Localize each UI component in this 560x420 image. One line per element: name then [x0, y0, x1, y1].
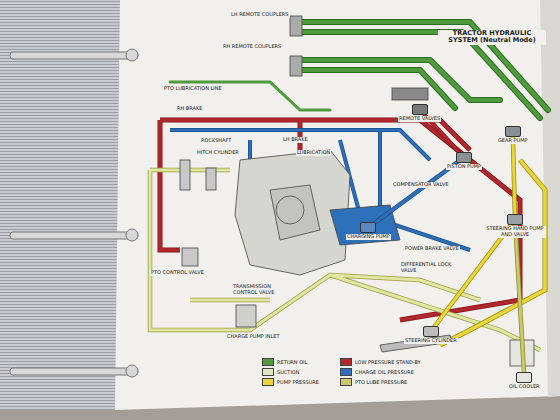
- part-label: RH BRAKE: [176, 106, 203, 112]
- part-label: HITCH CYLINDER: [196, 150, 240, 156]
- component-icon: [423, 326, 439, 337]
- hydraulic-line-outline: [513, 137, 515, 214]
- component-icon: [507, 214, 523, 225]
- hydraulic-line-outline: [376, 163, 457, 222]
- component-label: STEERING HAND PUMP AND VALVE: [484, 226, 546, 238]
- part-label: ROCKSHAFT: [200, 138, 232, 144]
- binder-rings: [10, 49, 138, 377]
- legend-swatch: [340, 368, 352, 376]
- component-node: PISTON PUMP: [446, 152, 482, 170]
- component-icon: [456, 152, 472, 163]
- component-node: REMOTE VALVES: [398, 104, 441, 122]
- hydraulic-line: [435, 225, 511, 326]
- component-label: REMOTE VALVES: [398, 116, 441, 122]
- legend-item: PTO LUBE PRESSURE: [340, 378, 407, 386]
- part-label: COMPENSATOR VALVE: [392, 182, 449, 188]
- legend-item: SUCTION: [262, 368, 300, 376]
- page: [115, 0, 560, 410]
- legend-item: LOW PRESSURE STAND-BY: [340, 358, 421, 366]
- part-label: TRANSMISSION CONTROL VALVE: [232, 284, 296, 296]
- component-icon: [516, 372, 532, 383]
- hydraulic-line-outline: [435, 225, 511, 326]
- component-node: CHARGING PUMP: [346, 222, 391, 240]
- component-label: STEERING CYLINDER: [404, 338, 458, 344]
- legend-text: SUCTION: [277, 369, 300, 375]
- legend-swatch: [262, 378, 274, 386]
- hydraulic-line: [376, 163, 457, 222]
- part-label: LH BRAKE: [282, 137, 309, 143]
- component-node: GEAR PUMP: [497, 126, 529, 144]
- return-lines: [170, 22, 548, 118]
- part-label: DIFFERENTIAL LOCK VALVE: [400, 262, 464, 274]
- component-label: PISTON PUMP: [446, 164, 482, 170]
- component-label: CHARGING PUMP: [346, 234, 391, 240]
- legend-swatch: [340, 358, 352, 366]
- legend-text: RETURN OIL: [277, 359, 307, 365]
- component-node: STEERING HAND PUMP AND VALVE: [484, 214, 546, 238]
- legend-item: RETURN OIL: [262, 358, 307, 366]
- page-stack: [0, 0, 125, 410]
- component-label: GEAR PUMP: [497, 138, 529, 144]
- part-label: PTO LUBRICATION LINE: [163, 86, 223, 92]
- component-icon: [505, 126, 521, 137]
- part-label: LH REMOTE COUPLERS: [230, 12, 290, 18]
- legend-swatch: [262, 368, 274, 376]
- standby-lines: [160, 120, 520, 320]
- legend-swatch: [340, 378, 352, 386]
- component-icon: [412, 104, 428, 115]
- component-label: OIL COOLER: [508, 384, 541, 390]
- legend-swatch: [262, 358, 274, 366]
- legend-item: CHARGE OIL PRESSURE: [340, 368, 414, 376]
- hydraulic-line: [513, 137, 515, 214]
- hydraulic-line-outline: [515, 225, 524, 372]
- part-label: RH REMOTE COUPLERS: [222, 44, 282, 50]
- part-label: POWER BRAKE VALVE: [404, 246, 460, 252]
- rear-housing: [180, 16, 534, 366]
- component-icon: [360, 222, 376, 233]
- component-node: STEERING CYLINDER: [404, 326, 458, 344]
- part-label: LUBRICATION: [296, 150, 331, 156]
- legend-text: PTO LUBE PRESSURE: [355, 379, 407, 385]
- hydraulic-line: [515, 225, 524, 372]
- legend-item: PUMP PRESSURE: [262, 378, 319, 386]
- legend-text: CHARGE OIL PRESSURE: [355, 369, 414, 375]
- part-label: CHARGE PUMP INLET: [226, 334, 281, 340]
- legend-text: PUMP PRESSURE: [277, 379, 319, 385]
- part-label: PTO CONTROL VALVE: [150, 270, 205, 276]
- component-node: OIL COOLER: [508, 372, 541, 390]
- diagram-title: TRACTOR HYDRAULIC SYSTEM (Neutral Mode): [438, 30, 546, 45]
- legend-text: LOW PRESSURE STAND-BY: [355, 359, 421, 365]
